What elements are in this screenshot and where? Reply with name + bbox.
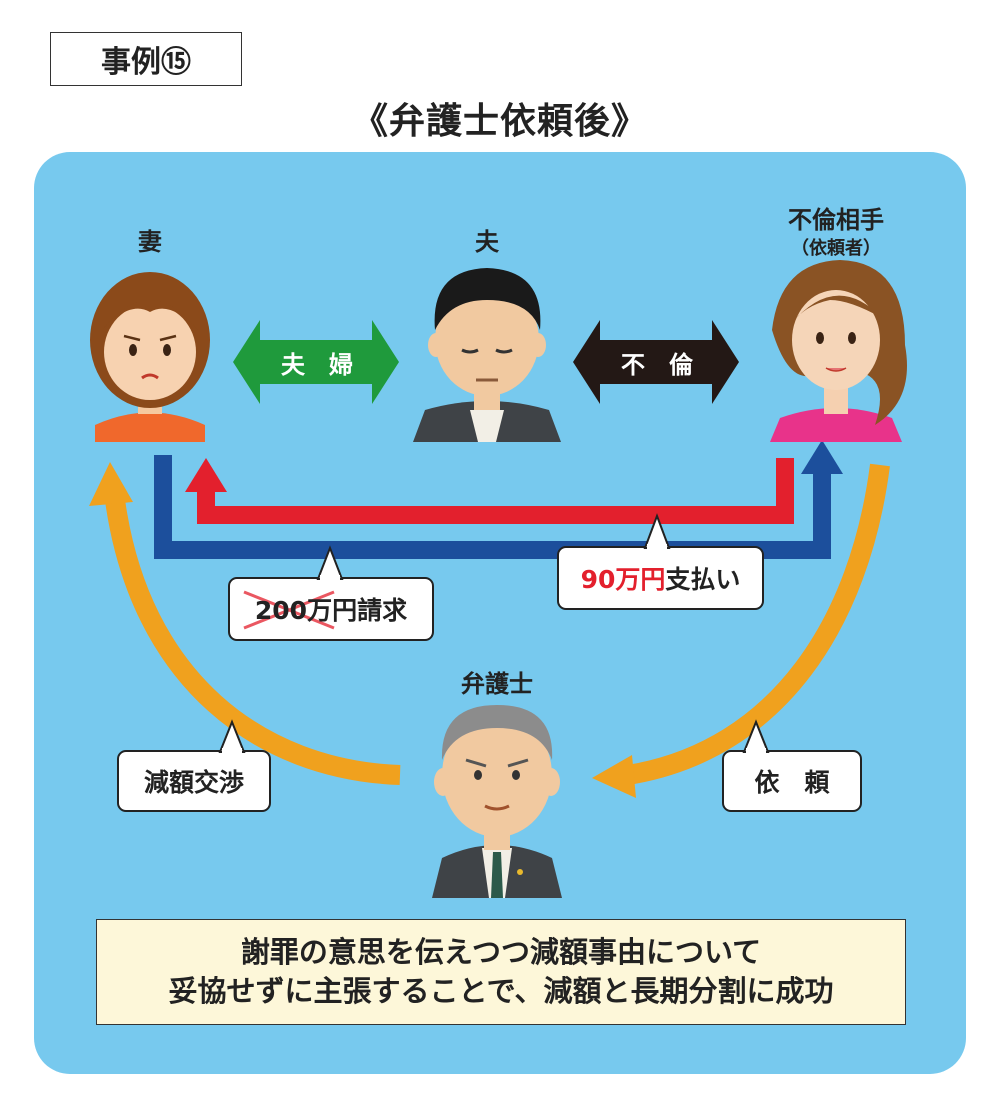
affair-label: 不 倫 xyxy=(621,350,693,379)
affair-arrow xyxy=(573,320,739,404)
partner-illustration xyxy=(770,260,907,442)
request-text: 依 頼 xyxy=(754,768,830,797)
request-bubble xyxy=(722,719,862,812)
request-arrow xyxy=(592,463,890,798)
negotiation-bubble xyxy=(117,719,271,812)
husband-illustration xyxy=(413,268,561,442)
marriage-label: 夫 婦 xyxy=(281,350,353,379)
summary-box: 謝罪の意思を伝えつつ減額事由について 妥協せずに主張することで、減額と長期分割に… xyxy=(96,919,906,1025)
partner-label: 不倫相手 xyxy=(788,206,884,234)
wife-illustration xyxy=(90,272,210,442)
negotiation-arrow xyxy=(89,462,401,785)
case-label: 事例⑮ xyxy=(50,32,242,86)
marriage-arrow xyxy=(233,320,399,404)
claim-text: 200万円請求 xyxy=(229,578,433,640)
lawyer-label: 弁護士 xyxy=(461,670,533,698)
summary-line-1: 謝罪の意思を伝えつつ減額事由について xyxy=(240,934,762,969)
payment-arrow xyxy=(185,458,794,524)
husband-label: 夫 xyxy=(475,228,499,256)
lawyer-illustration xyxy=(432,705,562,898)
claim-suffix: 請求 xyxy=(357,596,408,625)
page-title: 《弁護士依頼後》 xyxy=(351,101,648,142)
payment-text: 90万円支払い xyxy=(558,547,763,609)
claim-arrow xyxy=(154,440,843,559)
payment-bubble xyxy=(557,513,764,610)
claim-amount: 200万円 xyxy=(254,596,358,625)
payment-suffix: 支払い xyxy=(665,565,741,594)
negotiation-text: 減額交渉 xyxy=(143,768,244,797)
partner-note: （依頼者） xyxy=(791,238,881,259)
wife-label: 妻 xyxy=(138,228,162,256)
summary-line-2: 妥協せずに主張することで、減額と長期分割に成功 xyxy=(168,974,834,1008)
payment-amount: 90万円 xyxy=(580,565,666,594)
claim-bubble xyxy=(228,545,434,641)
